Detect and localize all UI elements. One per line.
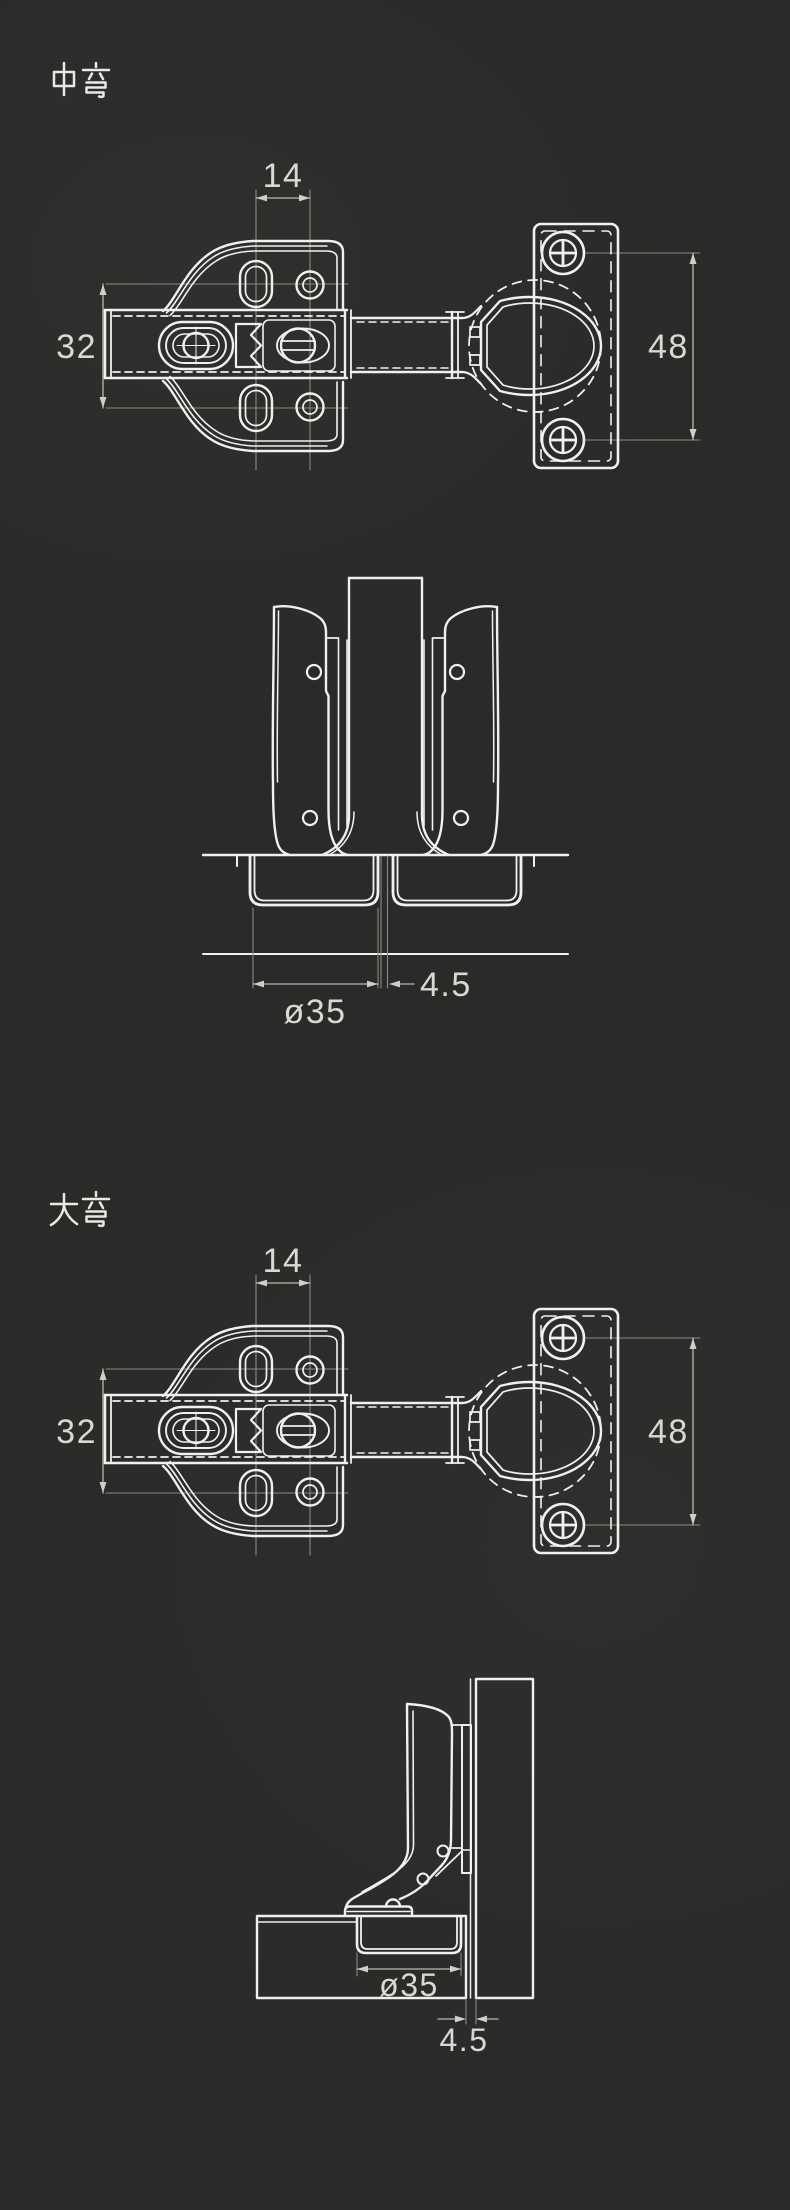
cabinet-side-panel: [469, 1677, 535, 2000]
glyph-da: [49, 1192, 79, 1227]
mounting-plate-side: [461, 1724, 472, 1874]
dim-text-cup: ø35: [283, 993, 346, 1031]
arrowhead: [450, 1965, 461, 1973]
front-section-view: ø35 4.5: [201, 576, 570, 1031]
section-title-zhongwan: 中弯: [52, 61, 111, 99]
dim-edge-gap-side: 4.5: [437, 2015, 499, 2058]
hinge-arm-side: [344, 1702, 463, 1911]
side-section-view: ø35 4.5: [255, 1677, 535, 2058]
arrowhead: [367, 980, 378, 988]
glyph-wan: [81, 1190, 111, 1228]
section-zhongwan: 中弯 ø35: [52, 61, 700, 1031]
arrowhead: [476, 2015, 487, 2023]
arm-hole-upper: [436, 1844, 450, 1858]
extension-lines: [356, 1952, 477, 2025]
dim-text-gap: 4.5: [420, 966, 472, 1004]
cup-section: [343, 1898, 463, 1955]
glyph-wan: [81, 61, 111, 99]
dim-cup-diameter-side: ø35: [356, 1965, 462, 2003]
dim-text-cup-side: ø35: [379, 1967, 439, 2003]
section-dawan: 大弯: [49, 1190, 700, 2058]
arm-hole-lower: [416, 1872, 430, 1886]
dim-cup-diameter: ø35: [252, 980, 379, 1031]
arrowhead: [253, 980, 264, 988]
dim-edge-gap: 4.5: [389, 966, 472, 1004]
section-title-dawan: 大弯: [49, 1190, 111, 1228]
arrowhead: [389, 980, 400, 988]
partition-panel: [347, 576, 424, 817]
arrowhead: [455, 2015, 466, 2023]
extension-lines: [252, 855, 389, 989]
dim-text-gap-side: 4.5: [440, 2022, 489, 2058]
pivot-boss: [384, 1898, 402, 1908]
arrowhead: [357, 1965, 368, 1973]
